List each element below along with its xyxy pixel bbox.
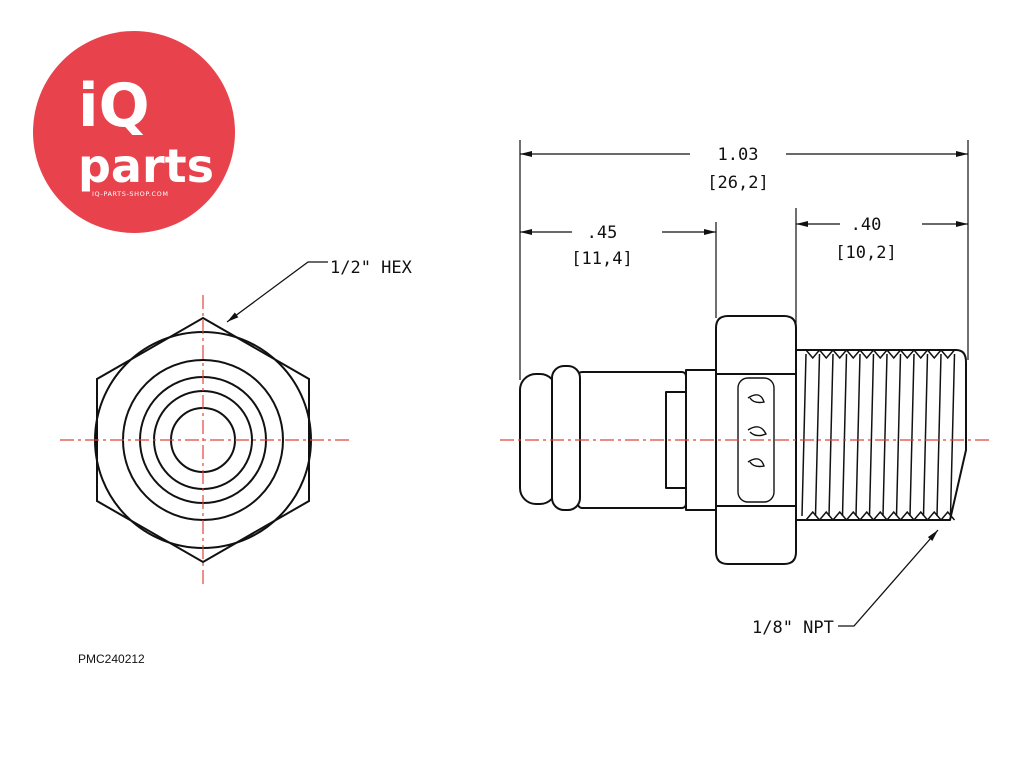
body-dim-inch: .45	[587, 223, 618, 243]
thread-root-line	[814, 353, 821, 517]
hex-callout-leader	[226, 261, 328, 323]
thread-root-line	[801, 353, 807, 517]
overall-dim-inch: 1.03	[718, 145, 759, 165]
npt-callout-label: 1/8" NPT	[752, 618, 834, 638]
thread-teeth	[801, 348, 956, 522]
thread-dim-mm: [10,2]	[835, 243, 896, 263]
thread-root-line	[922, 353, 929, 517]
extension-lines	[519, 140, 969, 380]
thread-root-line	[828, 353, 834, 517]
thread-root-line	[909, 353, 915, 517]
npt-callout-leader	[838, 529, 939, 627]
thread-crest-top	[805, 348, 956, 360]
iq-parts-logo: iQ parts IQ-PARTS-SHOP.COM	[33, 31, 235, 233]
thread-crest-bottom	[805, 510, 956, 522]
thread-root-line	[868, 353, 875, 517]
thread-root-line	[936, 353, 942, 517]
thread-dim-inch: .40	[851, 215, 882, 235]
part-number: PMC240212	[78, 652, 145, 666]
thread-root-line	[882, 353, 888, 517]
hex-callout-label: 1/2" HEX	[330, 258, 413, 278]
logo-brand-bottom: parts	[78, 139, 214, 193]
overall-dim-mm: [26,2]	[707, 173, 768, 193]
thread-root-line	[949, 353, 956, 517]
thread-root-line	[895, 353, 902, 517]
logo-brand-top: iQ	[78, 71, 150, 141]
thread-root-line	[855, 353, 861, 517]
hex-centerlines	[60, 295, 350, 585]
body-dim-mm: [11,4]	[571, 249, 632, 269]
thread-root-line	[841, 353, 848, 517]
logo-website: IQ-PARTS-SHOP.COM	[92, 190, 169, 198]
